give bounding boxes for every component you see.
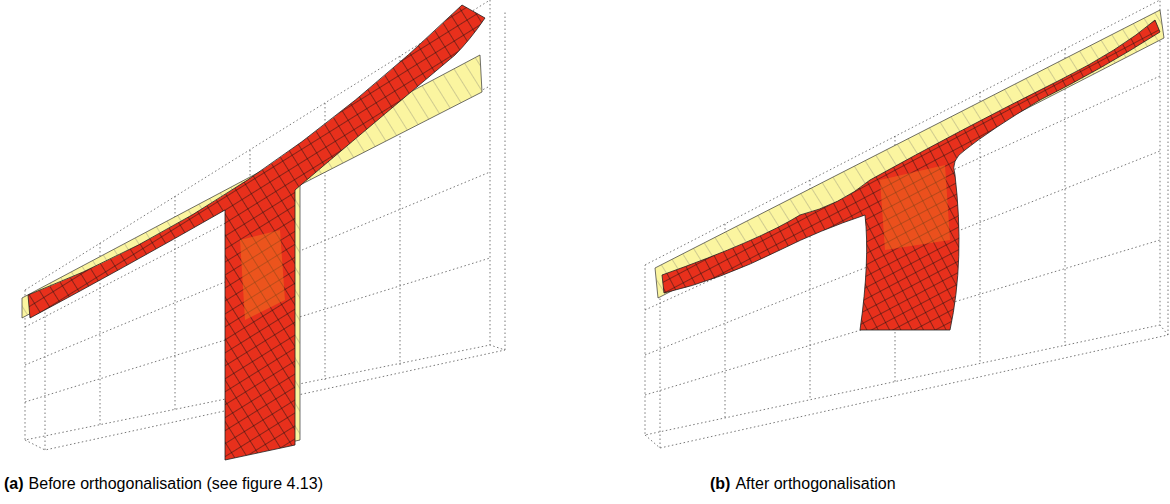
mesh-surface <box>28 5 485 460</box>
caption-tag: (a) <box>4 474 24 494</box>
caption-text: After orthogonalisation <box>735 474 895 494</box>
caption-text: Before orthogonalisation (see figure 4.1… <box>29 474 323 494</box>
bounding-box <box>645 0 1168 448</box>
mesh-surface <box>662 20 1160 330</box>
caption-tag: (b) <box>710 474 730 494</box>
